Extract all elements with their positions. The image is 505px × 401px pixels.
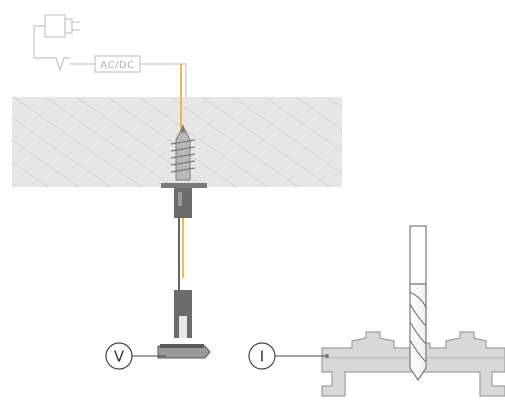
marker-i-label: I	[260, 348, 264, 366]
marker-v: V	[105, 342, 166, 370]
pendant-connector	[157, 290, 211, 359]
ac-dc-label: AC/DC	[100, 60, 134, 71]
ceiling-mount-socket	[161, 183, 207, 218]
power-plug-icon	[33, 14, 80, 72]
marker-v-label: V	[114, 348, 125, 366]
drill-bit	[409, 225, 427, 382]
ac-dc-power-supply: AC/DC	[70, 55, 187, 190]
screw-anchor	[170, 124, 196, 181]
marker-i: I	[248, 342, 325, 370]
